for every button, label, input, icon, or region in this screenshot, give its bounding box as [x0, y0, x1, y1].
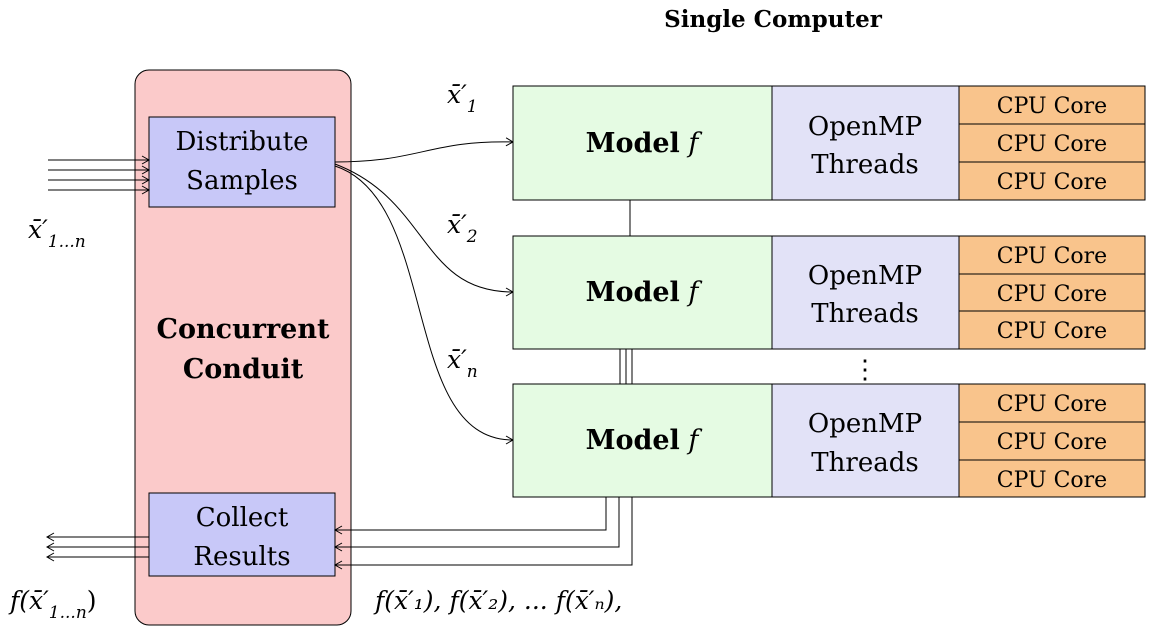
cpu-core-label: CPU Core [997, 132, 1107, 157]
threads-label-line1: OpenMP [808, 261, 922, 291]
cpu-core-label: CPU Core [997, 468, 1107, 493]
cpu-core-box [958, 235, 1146, 275]
model-connectors [619, 200, 633, 384]
model-box [512, 383, 773, 498]
cpu-core-box [958, 161, 1146, 201]
model-row-2: Model f OpenMP Threads CPU Core CPU Core… [512, 235, 1146, 350]
sample-label-n: x̄′n [447, 345, 478, 382]
cpu-core-label: CPU Core [997, 170, 1107, 195]
cpu-core-label: CPU Core [997, 430, 1107, 455]
cpu-core-label: CPU Core [997, 282, 1107, 307]
model-box [512, 235, 773, 350]
threads-label-line1: OpenMP [808, 409, 922, 439]
openmp-threads-box [771, 235, 960, 350]
results-label: f(x̄′₁), f(x̄′₂), ... f(x̄′ₙ), [373, 586, 622, 615]
collect-label-line2: Results [193, 542, 290, 572]
cpu-core-label: CPU Core [997, 319, 1107, 344]
cpu-core-box [958, 310, 1146, 350]
cpu-core-box [958, 123, 1146, 163]
model-label: Model f [586, 128, 703, 159]
concurrent-conduit-box [134, 69, 352, 626]
model-row-3: Model f OpenMP Threads CPU Core CPU Core… [512, 383, 1146, 498]
return-arrows [333, 497, 633, 570]
conduit-label-line2: Conduit [183, 354, 304, 385]
threads-label-line2: Threads [811, 448, 918, 478]
threads-label-line2: Threads [811, 299, 918, 329]
model-row-1: Model f OpenMP Threads CPU Core CPU Core… [512, 85, 1146, 201]
cpu-core-label: CPU Core [997, 392, 1107, 417]
distribute-samples-box [148, 116, 336, 208]
collect-results-box [148, 492, 336, 577]
cpu-core-box [958, 383, 1146, 423]
sample-label-2: x̄′2 [447, 210, 478, 247]
distribute-label-line2: Samples [186, 166, 298, 196]
model-box [512, 85, 773, 201]
threads-label-line1: OpenMP [808, 112, 922, 142]
output-label: f(x̄′1...n) [8, 586, 97, 623]
model-label: Model f [586, 425, 703, 456]
distribution-arrows [334, 137, 515, 445]
sample-label-1: x̄′1 [447, 80, 478, 117]
cpu-core-label: CPU Core [997, 244, 1107, 269]
collect-label-line1: Collect [196, 503, 289, 533]
input-label: x̄′1...n [28, 215, 86, 252]
input-arrows [48, 155, 151, 195]
cpu-core-label: CPU Core [997, 94, 1107, 119]
conduit-label-line1: Concurrent [157, 314, 330, 345]
openmp-threads-box [771, 85, 960, 201]
diagram-title: Single Computer [664, 6, 883, 33]
output-arrows [45, 532, 149, 562]
cpu-core-box [958, 85, 1146, 125]
cpu-core-box [958, 459, 1146, 498]
model-label: Model f [586, 277, 703, 308]
threads-label-line2: Threads [811, 150, 918, 180]
openmp-threads-box [771, 383, 960, 498]
cpu-core-box [958, 273, 1146, 312]
vertical-ellipsis: ⋮ [852, 355, 878, 385]
distribute-label-line1: Distribute [176, 127, 309, 157]
